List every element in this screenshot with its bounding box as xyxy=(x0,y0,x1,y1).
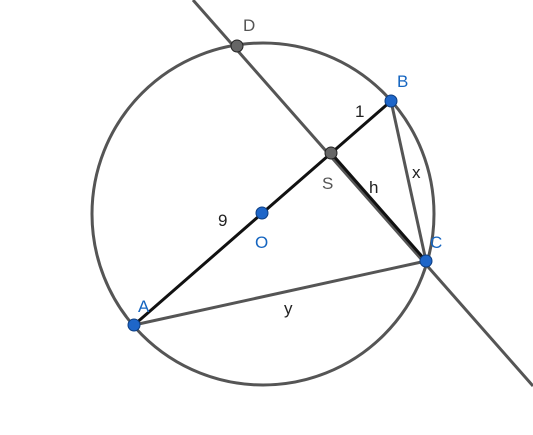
point-c xyxy=(419,254,433,268)
point-b xyxy=(384,94,398,108)
label-x: x xyxy=(412,163,421,182)
point-o xyxy=(255,206,269,220)
label-ao-length: 9 xyxy=(218,211,227,230)
point-a xyxy=(127,318,141,332)
label-y: y xyxy=(284,299,293,318)
label-c: C xyxy=(430,233,442,252)
secant-line-dc xyxy=(191,0,533,387)
circle xyxy=(90,41,436,387)
label-h: h xyxy=(369,178,378,197)
segment-bc xyxy=(389,100,428,262)
label-b: B xyxy=(397,72,408,91)
label-sb-length: 1 xyxy=(355,102,364,121)
label-s: S xyxy=(322,174,333,193)
segment-sc xyxy=(329,152,428,262)
label-a: A xyxy=(138,297,150,316)
label-d: D xyxy=(243,16,255,35)
point-d xyxy=(230,39,244,53)
point-s xyxy=(324,146,338,160)
label-o: O xyxy=(255,233,268,252)
segment-ac xyxy=(133,259,427,327)
